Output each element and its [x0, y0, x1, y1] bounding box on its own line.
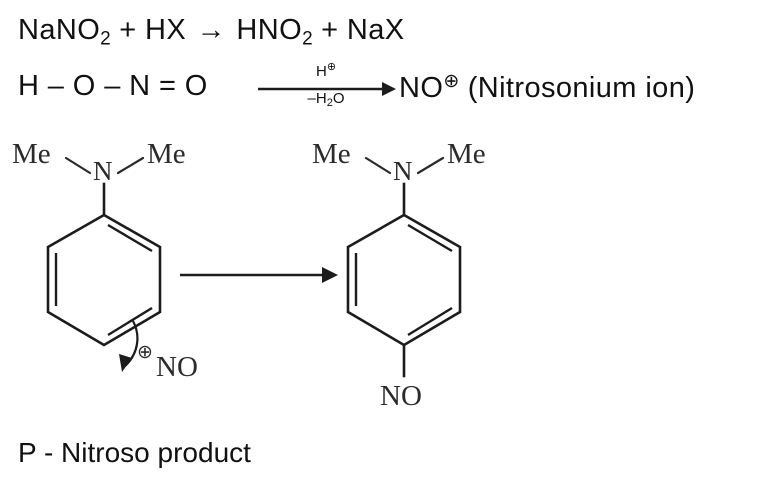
reactant-double-bond-top-right — [107, 223, 153, 253]
condition-water-loss-subscript: 2 — [326, 97, 333, 110]
product-sodium-halide: NaX — [346, 14, 405, 46]
product-nitrous-acid: HNO — [236, 14, 303, 46]
condition-proton: H — [315, 63, 327, 81]
product-benzene-ring — [346, 213, 462, 347]
product-bond-n-methyl-left — [364, 156, 392, 175]
product-methyl-left-label: Me — [312, 138, 351, 170]
reactant-sodium-nitrite: NaNO — [18, 14, 101, 46]
reactant-hydrogen-halide: HX — [145, 14, 187, 46]
condition-proton-charge: ⊕ — [326, 61, 337, 73]
product-structure: Me N Me NO — [312, 138, 486, 412]
product-nitrogen-label: N — [393, 156, 413, 186]
product-double-bond-bottom-right — [407, 306, 453, 337]
nitrosonium-charge-label: ⊕ — [137, 342, 153, 363]
equation-line-2-product: NO⊕ (Nitrosonium ion) — [399, 70, 695, 105]
product-nitrosonium-charge: ⊕ — [443, 71, 460, 92]
reactant-bond-n-methyl-left — [64, 156, 92, 175]
scheme-reaction-arrow-icon — [180, 267, 338, 283]
equation-line-1: NaNO2 + HX → HNO2 + NaX — [18, 14, 405, 50]
product-nitrosonium: NO — [399, 71, 444, 104]
condition-arrow-group: H⊕ –H2O — [256, 60, 396, 116]
caption-text: P - Nitroso product — [18, 437, 251, 468]
plus-operator-2: + — [312, 14, 347, 46]
reaction-arrow-icon-1: → — [188, 14, 235, 46]
condition-water-loss: –H — [307, 90, 327, 107]
product-bond-n-methyl-right — [416, 156, 445, 175]
condition-arrow-icon — [258, 82, 396, 96]
reactant-double-bond-bottom-right — [107, 306, 153, 337]
reactant-sodium-nitrite-subscript: 2 — [100, 28, 111, 50]
product-methyl-right-label: Me — [447, 138, 486, 170]
reactant-bond-n-methyl-right — [116, 156, 145, 175]
condition-below-label: –H2O — [256, 90, 396, 109]
product-nitrosonium-name: (Nitrosonium ion) — [459, 71, 696, 104]
reactant-curly-arrow-icon — [119, 320, 139, 372]
condition-water-loss-tail: O — [332, 90, 345, 107]
reactant-benzene-ring — [46, 213, 162, 347]
structure-diagram: Me N Me — [12, 138, 486, 412]
product-double-bond-top-right — [407, 223, 453, 253]
plus-operator-1: + — [110, 14, 145, 46]
nitrous-acid-structure-text: H – O – N = O — [18, 70, 208, 102]
reactant-nitrogen-label: N — [93, 156, 113, 186]
condition-above-label: H⊕ — [256, 60, 396, 80]
reactant-methyl-left-label: Me — [12, 138, 51, 170]
reactant-methyl-right-label: Me — [147, 138, 186, 170]
nitrosonium-label: NO — [156, 351, 198, 383]
equation-line-2-reactant: H – O – N = O — [18, 70, 208, 103]
product-nitroso-label: NO — [380, 380, 422, 412]
product-nitrous-acid-subscript: 2 — [302, 28, 313, 50]
reactant-structure: Me N Me — [12, 138, 198, 383]
